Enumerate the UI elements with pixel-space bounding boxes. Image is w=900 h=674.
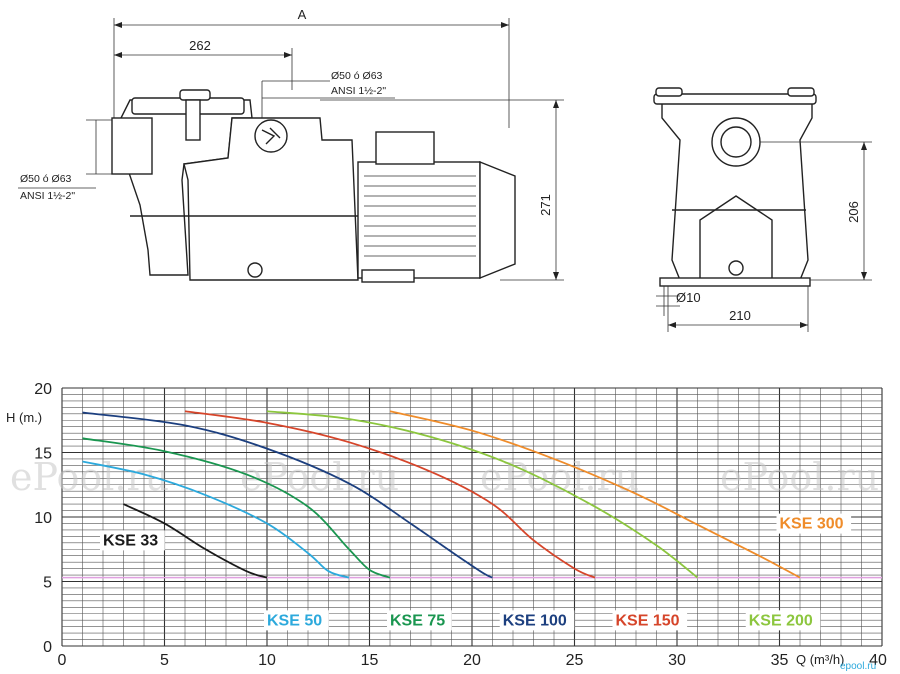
dim-a-label: A [298,7,307,22]
kse-33-label-bg [100,530,165,551]
x-tick-label: 0 [58,652,67,669]
kse-75-curve [82,437,391,579]
kse-150-curve [184,410,596,579]
y-tick-label: 15 [34,446,52,463]
dim-port-side-line2: ANSI 1½-2" [20,190,75,202]
x-tick-label: 20 [463,652,481,669]
x-tick-label: 35 [771,652,789,669]
y-tick-label: 20 [34,381,52,398]
dim-262-label: 262 [189,38,211,53]
y-tick-labels: 0 5 10 15 20 [34,381,52,656]
watermark-2: ePool.ru [240,455,399,499]
kse-200-label: KSE 200 [749,612,813,629]
x-tick-label: 25 [566,652,584,669]
y-axis-label: H (m.) [6,410,42,425]
pump-curves [82,410,801,579]
x-tick-label: 30 [668,652,686,669]
dim-port-side-line1: Ø50 ó Ø63 [20,173,72,185]
x-tick-label: 5 [160,652,169,669]
kse-50-curve [82,460,350,579]
x-tick-label: 40 [869,652,887,669]
kse-50-label-bg [264,610,329,631]
corner-mark: epool.ru [840,661,876,672]
dim-210-label: 210 [729,308,751,323]
x-tick-label: 10 [258,652,276,669]
kse-33-label: KSE 33 [103,532,158,549]
dim-206-label: 206 [846,201,861,223]
series-labels: KSE 33 KSE 50 KSE 75 KSE 100 KSE 150 KSE 200 K… [100,513,852,631]
dim-port-top-line1: Ø50 ó Ø63 [331,70,383,82]
kse-200-curve [266,410,699,579]
kse-150-label-bg [612,610,688,631]
dim-hole-label: Ø10 [676,290,701,305]
kse-200-label-bg [745,610,821,631]
kse-75-label-bg [387,610,452,631]
y-tick-label: 0 [43,639,52,656]
x-tick-labels: 0 5 10 15 20 25 30 35 40 [58,652,887,669]
pump-side-view: A 262 Ø50 ó Ø63 ANSI 1½-2" Ø50 ó Ø63 ANS… [18,7,564,283]
chart-grid [61,387,883,647]
x-tick-label: 15 [361,652,379,669]
kse-100-label: KSE 100 [503,612,567,629]
kse-75-label: KSE 75 [390,612,445,629]
kse-50-label: KSE 50 [267,612,322,629]
dim-port-top-line2: ANSI 1½-2" [331,85,386,97]
kse-100-label-bg [499,610,575,631]
kse-300-label: KSE 300 [780,516,844,533]
kse-300-curve [389,410,801,579]
pump-front-view: 206 210 Ø10 [653,87,872,332]
x-axis-label: Q (m³/h) [796,652,844,667]
kse-33-curve [123,503,268,579]
dim-271-label: 271 [538,194,553,216]
kse-300-label-bg [776,513,852,534]
watermark-4: ePool.ru [720,455,879,499]
performance-chart: ePool.ru ePool.ru ePool.ru ePool.ru KSE … [6,381,887,672]
kse-100-curve [82,411,493,579]
kse-150-label: KSE 150 [616,612,680,629]
watermark-layer: ePool.ru ePool.ru ePool.ru ePool.ru [10,455,879,499]
y-tick-label: 10 [34,510,52,527]
y-tick-label: 5 [43,575,52,592]
